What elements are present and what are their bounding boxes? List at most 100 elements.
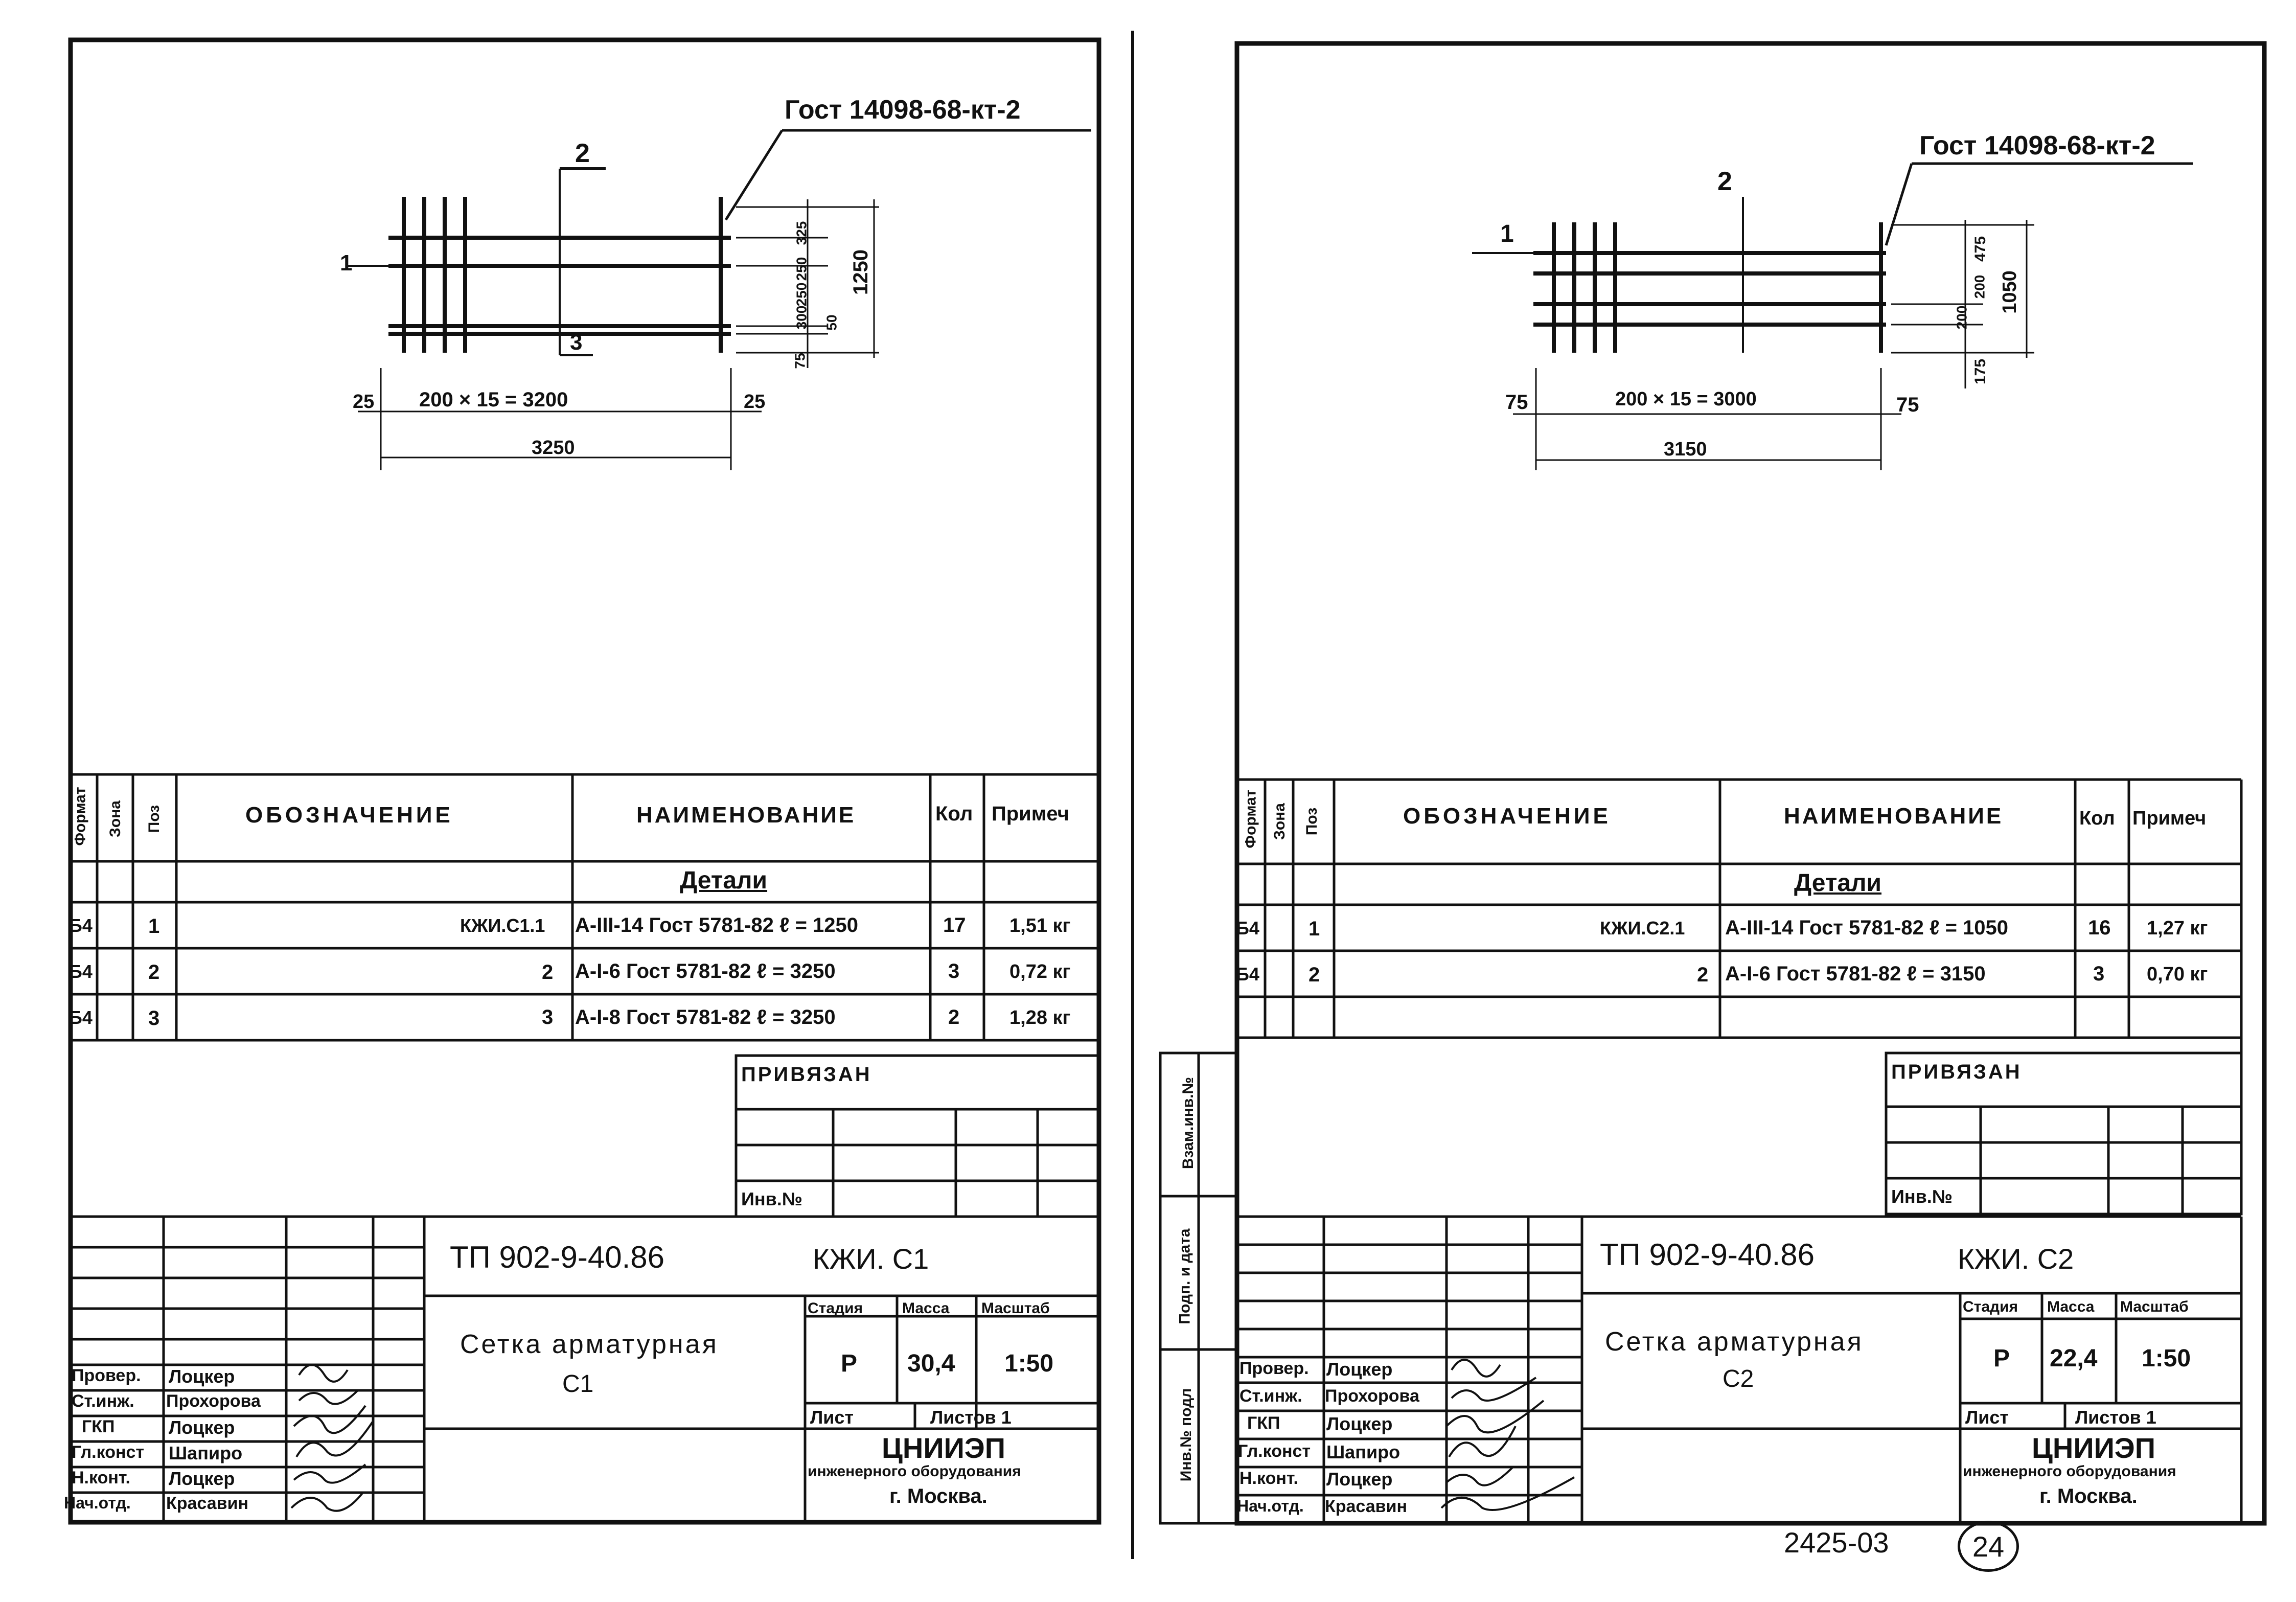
section-title-c2: Детали — [1794, 869, 1882, 897]
row2-name-c1: А-I-6 Гост 5781-82 ℓ = 3250 — [575, 960, 836, 982]
name-5-c2: Лоцкер — [1326, 1469, 1393, 1490]
role-6-c1: Нач.отд. — [64, 1494, 131, 1512]
sheet-code-c2: КЖИ. С2 — [1958, 1243, 2074, 1275]
row2-pos-c1: 2 — [148, 961, 160, 983]
sheet-frames — [68, 31, 2267, 1559]
sheet-frame-c2 — [1234, 41, 2267, 1526]
side-stamp-inv-podl: Инв.№ подл — [1178, 1388, 1195, 1482]
row2-name-c2: А-I-6 Гост 5781-82 ℓ = 3150 — [1725, 963, 1986, 985]
header-name-c1: Наименование — [636, 803, 856, 828]
scale-header-c2: Масштаб — [2120, 1298, 2189, 1315]
row1-format-c1: Б4 — [69, 915, 93, 936]
header-name-c2: Наименование — [1784, 804, 2004, 829]
header-note-c1: Примеч — [992, 803, 1069, 825]
header-format-c2: Формат — [1242, 789, 1259, 849]
header-pos-c2: Поз — [1303, 807, 1321, 836]
name-6-c1: Красавин — [166, 1494, 249, 1513]
mesh-label-3-c1: 3 — [570, 330, 583, 355]
row3-pos-c1: 3 — [148, 1007, 160, 1029]
subtitle-c1: С1 — [562, 1370, 594, 1398]
mesh-label-1-c1: 1 — [340, 250, 353, 276]
sheets-label-c2: Листов 1 — [2075, 1407, 2156, 1428]
role-2-c2: Ст.инж. — [1239, 1386, 1302, 1406]
dim-vertical-250b-c1: 250 — [793, 282, 810, 307]
stage-header-c2: Стадия — [1963, 1298, 2018, 1315]
org-name-c1: ЦНИИЭП — [882, 1432, 1005, 1464]
header-designation-c1: Обозначение — [245, 803, 453, 828]
role-1-c1: Провер. — [72, 1366, 141, 1385]
row2-note-c2: 0,70 кг — [2147, 964, 2208, 985]
mesh-label-2-c1: 2 — [575, 139, 590, 168]
row1-pos-c1: 1 — [148, 915, 160, 937]
inv-no-label-c1: Инв.№ — [741, 1188, 802, 1209]
dim-vertical-200a-c2: 200 — [1954, 305, 1970, 330]
name-3-c2: Лоцкер — [1326, 1413, 1393, 1434]
project-code-c2: ТП 902-9-40.86 — [1600, 1238, 1815, 1272]
side-stamp-strip — [1159, 1051, 1238, 1525]
gost-marking-c1: Гост 14098-68-кт-2 — [785, 95, 1021, 125]
row3-designation-c1: 3 — [542, 1006, 554, 1028]
row2-format-c1: Б4 — [69, 961, 93, 982]
privyazan-label-c2: Привязан — [1891, 1061, 2022, 1083]
row1-designation-c2: КЖИ.С2.1 — [1600, 918, 1685, 939]
mesh-drawing-c1 — [348, 129, 1091, 470]
name-1-c1: Лоцкер — [169, 1366, 235, 1387]
dim-right-c2: 75 — [1896, 394, 1919, 416]
dim-vertical-325-c1: 325 — [793, 221, 810, 245]
name-4-c1: Шапиро — [169, 1443, 243, 1463]
dim-total-horizontal-c1: 3250 — [532, 437, 575, 459]
row3-format-c1: Б4 — [69, 1007, 93, 1028]
sheet-c1 — [71, 129, 1100, 1522]
row1-note-c2: 1,27 кг — [2147, 918, 2208, 939]
spec-table-c1 — [71, 773, 1099, 1042]
header-pos-c1: Поз — [146, 805, 163, 833]
inv-no-label-c2: Инв.№ — [1891, 1186, 1953, 1207]
dim-left-c1: 25 — [353, 391, 375, 413]
side-stamp-podp: Подп. и дата — [1176, 1228, 1193, 1324]
dim-total-vertical-c2: 1050 — [1999, 270, 2021, 314]
mass-value-c1: 30,4 — [907, 1350, 955, 1377]
org-city-c1: г. Москва. — [889, 1485, 988, 1507]
approval-block-c2 — [1885, 1051, 2243, 1216]
header-designation-c2: Обозначение — [1403, 804, 1611, 829]
dim-vertical-300-c1: 300 — [793, 305, 810, 330]
sheet-code-c1: КЖИ. С1 — [813, 1243, 929, 1275]
dim-vertical-75-c1: 75 — [792, 353, 808, 369]
dim-mid-c1: 200 × 15 = 3200 — [419, 388, 568, 411]
header-zone-c1: Зона — [106, 800, 124, 837]
header-qty-c2: Кол — [2079, 808, 2115, 829]
row1-qty-c2: 16 — [2088, 917, 2111, 939]
row2-designation-c2: 2 — [1697, 964, 1709, 986]
name-2-c1: Прохорова — [166, 1391, 261, 1411]
row1-designation-c1: КЖИ.С1.1 — [460, 915, 545, 936]
org-subtitle-c1: инженерного оборудования — [808, 1463, 1021, 1480]
dim-left-c2: 75 — [1505, 391, 1528, 414]
dim-vertical-475-c2: 475 — [1972, 236, 1989, 262]
header-qty-c1: Кол — [935, 803, 973, 825]
gost-marking-c2: Гост 14098-68-кт-2 — [1919, 131, 2155, 161]
org-city-c2: г. Москва. — [2039, 1485, 2138, 1507]
dim-vertical-50-c1: 50 — [823, 314, 840, 331]
title-block-c2 — [1237, 1215, 2243, 1523]
stage-value-c1: Р — [841, 1350, 858, 1377]
row3-name-c1: А-I-8 Гост 5781-82 ℓ = 3250 — [575, 1006, 836, 1028]
scale-header-c1: Масштаб — [981, 1300, 1050, 1317]
spec-table-c2 — [1237, 778, 2243, 1053]
scale-value-c2: 1:50 — [2142, 1345, 2191, 1372]
name-5-c1: Лоцкер — [169, 1468, 235, 1489]
sheets-label-c1: Листов 1 — [930, 1407, 1012, 1428]
row1-name-c1: А-III-14 Гост 5781-82 ℓ = 1250 — [575, 914, 859, 936]
role-3-c1: ГКП — [82, 1417, 115, 1436]
header-note-c2: Примеч — [2132, 808, 2207, 829]
signatures-c1 — [290, 1364, 374, 1512]
privyazan-label-c1: Привязан — [741, 1063, 872, 1086]
title-c1: Сетка арматурная — [460, 1330, 719, 1359]
dim-vertical-200b-c2: 200 — [1971, 274, 1988, 299]
name-6-c2: Красавин — [1325, 1497, 1408, 1516]
dim-total-horizontal-c2: 3150 — [1664, 439, 1707, 460]
sheet-frame-c1 — [68, 37, 1101, 1525]
name-4-c2: Шапиро — [1326, 1441, 1400, 1462]
role-3-c2: ГКП — [1247, 1413, 1280, 1433]
subtitle-c2: С2 — [1723, 1365, 1754, 1392]
name-2-c2: Прохорова — [1325, 1386, 1419, 1406]
